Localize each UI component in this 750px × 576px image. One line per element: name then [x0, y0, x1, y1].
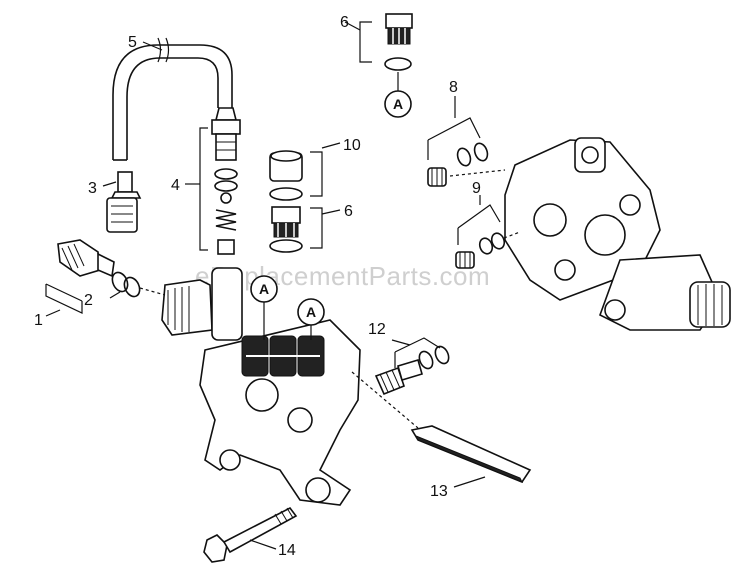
callout-6-center: 6 — [344, 203, 353, 220]
reference-marker-a-2: A — [250, 275, 278, 303]
unloader-part-12 — [374, 345, 450, 396]
callout-6-top: 6 — [340, 14, 349, 31]
o-rings-part-2 — [111, 271, 141, 298]
check-valve-part-4 — [211, 107, 241, 255]
callout-4: 4 — [171, 177, 180, 194]
callout-14: 14 — [278, 542, 296, 559]
callout-8: 8 — [449, 79, 458, 96]
valve-part-9 — [455, 232, 506, 269]
valve-part-6-center — [269, 206, 303, 253]
svg-text:A: A — [306, 304, 316, 320]
pump-body — [161, 267, 361, 506]
plate-part-13 — [410, 425, 532, 483]
inlet-part-1 — [57, 239, 115, 278]
valve-part-6-top — [384, 13, 413, 71]
bolt-part-14 — [203, 506, 298, 563]
filter-part-3 — [106, 171, 142, 233]
callout-12: 12 — [368, 321, 386, 338]
valve-cap-part-10 — [269, 150, 303, 201]
svg-text:A: A — [259, 281, 269, 297]
hose-part-5 — [112, 37, 233, 161]
svg-text:A: A — [393, 96, 403, 112]
callout-5: 5 — [128, 34, 137, 51]
reference-marker-a-3: A — [297, 298, 325, 326]
reference-marker-a-1: A — [384, 90, 412, 118]
callout-3: 3 — [88, 180, 97, 197]
callout-9: 9 — [472, 180, 481, 197]
callout-2: 2 — [84, 292, 93, 309]
callout-13: 13 — [430, 483, 448, 500]
callout-10: 10 — [343, 137, 361, 154]
valve-part-8 — [427, 142, 489, 187]
callout-1: 1 — [34, 312, 43, 329]
manifold — [504, 137, 731, 331]
watermark: eReplacementParts.com — [195, 261, 490, 291]
